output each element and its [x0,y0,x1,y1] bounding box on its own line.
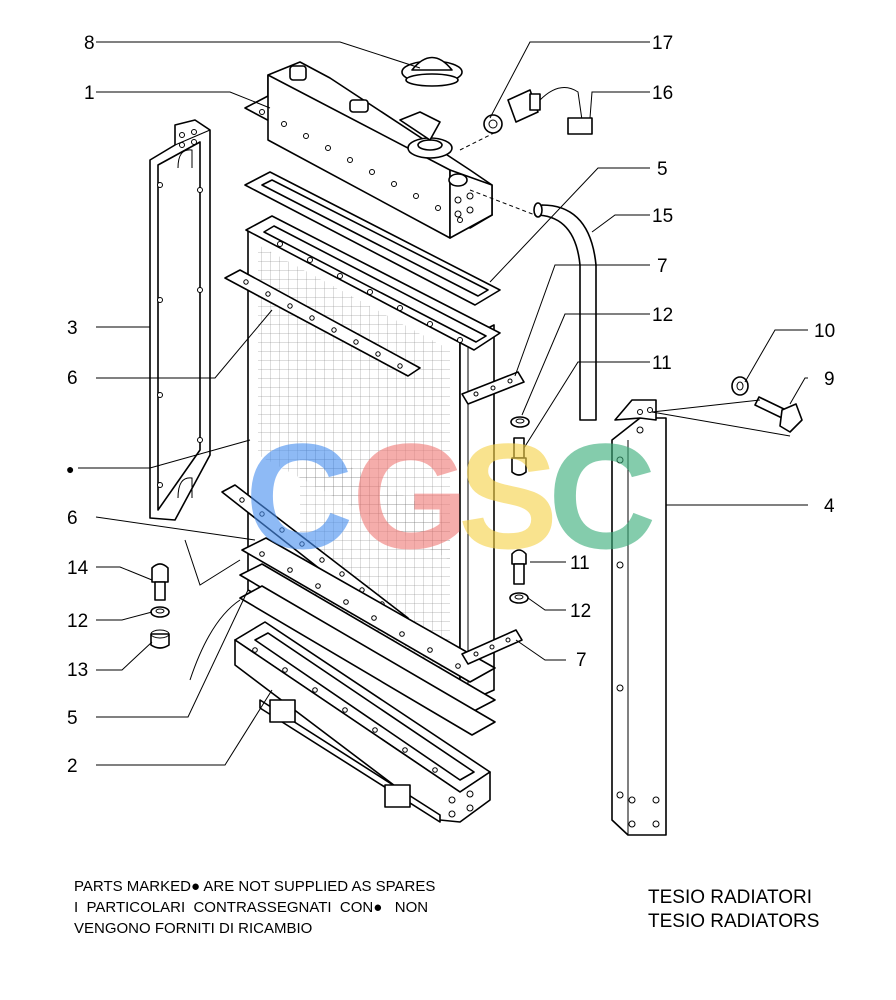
callout-11-lower: 11 [570,553,590,574]
right-side-bracket [611,399,667,836]
callout-17: 17 [652,33,673,54]
spares-note-line-1: PARTS MARKED● ARE NOT SUPPLIED AS SPARES [74,878,436,895]
callout-13: 13 [67,660,88,681]
assembly-lines [184,129,791,681]
diagram-title: TESIO RADIATORI TESIO RADIATORS [648,886,819,934]
callout-6-upper: 6 [67,368,78,389]
callout-5-lower: 5 [67,708,78,729]
gasket-upper-outer [244,171,501,306]
callout-4: 4 [824,496,835,517]
callout-16: 16 [652,83,673,104]
callout-1: 1 [84,83,95,104]
callout-2: 2 [67,756,78,777]
nut-13 [150,629,170,649]
callout-11-upper: 11 [652,353,672,374]
bottom-tank [234,621,491,823]
watermark-letter-s: S [458,412,558,580]
callout-15: 15 [652,206,673,227]
callout-12-upper: 12 [652,305,673,326]
bolt-9 [754,396,803,433]
temperature-sensor [507,87,593,135]
callout-12-lower: 12 [570,601,591,622]
screw-14 [151,563,169,601]
cgsc-watermark: C G S C [245,412,656,580]
washer-10 [731,376,749,396]
watermark-letter-c1: C [245,412,353,580]
washer-12-left [150,606,170,618]
callout-5-upper: 5 [657,159,668,180]
callout-9: 9 [824,369,835,390]
spares-note: PARTS MARKED● ARE NOT SUPPLIED AS SPARES… [74,876,435,939]
watermark-letter-g: G [352,412,469,580]
watermark-letter-c2: C [548,412,656,580]
callout-8: 8 [84,33,95,54]
callout-labels: 8 1 3 6 ● 6 14 12 13 5 2 17 16 5 15 7 12… [66,33,835,777]
top-tank [244,61,493,239]
title-english: TESIO RADIATORS [648,911,820,932]
left-side-bracket [149,119,211,521]
plate-upper [461,371,525,405]
screw-11-lower [511,549,527,585]
plate-lower [461,629,523,665]
leader-lines [78,41,808,766]
callout-10: 10 [814,321,835,342]
radiator-cap [401,56,463,87]
callout-7-upper: 7 [657,256,668,277]
washer-12-lower [509,592,529,604]
spares-note-line-2: I PARTICOLARI CONTRASSEGNATI CON● NON [74,899,429,916]
callout-6-lower: 6 [67,508,78,529]
callout-12-left: 12 [67,611,88,632]
callout-7-lower: 7 [576,650,587,671]
mounting-strip-upper [224,269,421,377]
callout-3: 3 [67,318,78,339]
callout-unsupplied-dot: ● [66,461,74,477]
gasket-lower-outer [239,563,496,736]
callout-14: 14 [67,558,89,579]
hose [533,202,597,421]
gasket-lower-inner [241,537,496,683]
gasket-upper-inner [245,215,501,351]
screw-11-upper [511,437,527,476]
spares-note-line-3: VENGONO FORNITI DI RICAMBIO [74,920,313,937]
title-italian: TESIO RADIATORI [648,887,812,908]
washer-12-upper [510,416,530,428]
